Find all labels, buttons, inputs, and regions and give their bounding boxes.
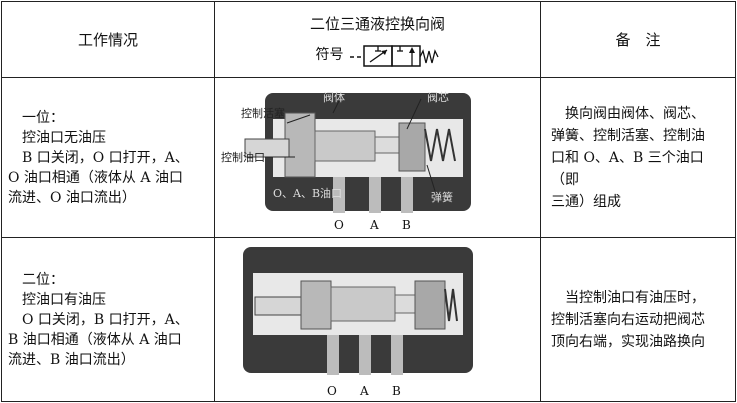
label-port-a: A xyxy=(359,384,369,398)
row1-note-line: 弹簧、控制活塞、控制油 xyxy=(551,127,705,144)
row2-remarks: 当控制油口有油压时， 控制活塞向右运动把阀芯 顶向右端，实现油路换向 xyxy=(540,237,736,402)
row1-work-line: 流进、O 油口流出） xyxy=(8,189,136,206)
label-oil-ports: O、A、B油口 xyxy=(273,186,342,200)
row1-work-condition: 一位： 控油口无油压 B 口关闭，O 口打开，A、 O 油口相通（液体从 A 油… xyxy=(1,77,215,238)
valve-diagram-position-two: O A B xyxy=(243,246,473,398)
row2-diagram-cell: O A B xyxy=(214,237,541,402)
label-port-a: A xyxy=(369,218,379,232)
label-port-o: O xyxy=(334,218,344,232)
row1-work-line: 一位： xyxy=(22,109,64,126)
row2-work-line: O 口关闭，B 口打开，A、 xyxy=(22,311,189,328)
row1-note-line: 换向阀由阀体、阀芯、 xyxy=(565,105,705,122)
row1-diagram-cell: 控制活塞 阀体 阀芯 控制油口 O、A、B油口 弹簧 O A B xyxy=(214,77,541,238)
row2-work-line: B 油口相通（液体从 A 油口 xyxy=(8,331,182,348)
valve-symbol-icon xyxy=(349,45,439,67)
label-valve-body: 阀体 xyxy=(323,90,345,104)
row2-note-line: 顶向右端，实现油路换向 xyxy=(551,333,705,350)
row2-note-line: 当控制油口有油压时， xyxy=(565,289,705,306)
label-control-port: 控制油口 xyxy=(221,150,265,164)
label-port-o: O xyxy=(327,384,337,398)
header-valve-title: 二位三通液控换向阀 xyxy=(309,15,445,33)
symbol-label: 符号 xyxy=(315,47,344,63)
label-port-b: B xyxy=(402,218,411,232)
row1-work-line: 控油口无油压 xyxy=(22,129,106,146)
label-piston: 控制活塞 xyxy=(241,106,285,120)
row1-note-line: 三通）组成 xyxy=(551,193,621,210)
header-remarks: 备 注 xyxy=(540,1,736,78)
row1-remarks: 换向阀由阀体、阀芯、 弹簧、控制活塞、控制油 口和 O、A、B 三个油口（即 三… xyxy=(540,77,736,238)
label-port-b: B xyxy=(392,384,401,398)
row2-work-line: 二位： xyxy=(22,271,64,288)
row2-note-line: 控制活塞向右运动把阀芯 xyxy=(551,311,705,328)
row2-work-condition: 二位： 控油口有油压 O 口关闭，B 口打开，A、 B 油口相通（液体从 A 油… xyxy=(1,237,215,402)
row2-work-line: 流进、B 油口流出） xyxy=(8,351,135,368)
header-row: 工作情况 二位三通液控换向阀 符号 xyxy=(1,1,736,78)
label-valve-core: 阀芯 xyxy=(427,90,449,104)
row-position-two: 二位： 控油口有油压 O 口关闭，B 口打开，A、 B 油口相通（液体从 A 油… xyxy=(1,237,736,402)
row-position-one: 一位： 控油口无油压 B 口关闭，O 口打开，A、 O 油口相通（液体从 A 油… xyxy=(1,77,736,238)
label-spring: 弹簧 xyxy=(431,190,453,204)
row2-work-line: 控油口有油压 xyxy=(22,291,106,308)
row1-work-line: B 口关闭，O 口打开，A、 xyxy=(22,149,189,166)
row1-note-line: 口和 O、A、B 三个油口（即 xyxy=(551,149,704,188)
valve-diagram-position-one: 控制活塞 阀体 阀芯 控制油口 O、A、B油口 弹簧 O A B xyxy=(221,90,471,232)
header-symbol-cell: 二位三通液控换向阀 符号 xyxy=(214,1,541,78)
row1-work-line: O 油口相通（液体从 A 油口 xyxy=(8,169,183,186)
header-work-condition: 工作情况 xyxy=(1,1,215,78)
